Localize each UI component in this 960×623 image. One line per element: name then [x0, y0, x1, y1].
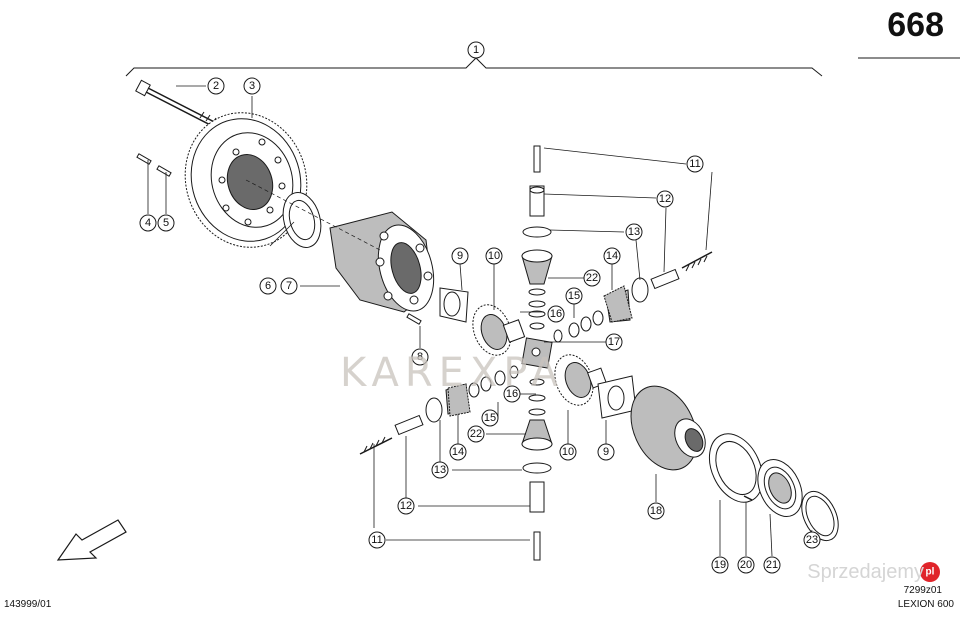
- callout-9-upper: 9: [451, 247, 469, 265]
- assembly-bracket: [125, 57, 823, 77]
- callout-label: 15: [568, 290, 580, 302]
- part-small-screw: [743, 495, 753, 501]
- callout-22-lower: 22: [467, 425, 485, 443]
- callout-1: 1: [467, 41, 485, 59]
- callout-14-upper: 14: [603, 247, 621, 265]
- model-name: LEXION 600: [897, 599, 954, 610]
- part-differential-housing: [245, 179, 435, 313]
- callout-label: 16: [506, 388, 518, 400]
- callout-label: 18: [650, 505, 662, 517]
- part-seal-plate: [708, 433, 764, 503]
- callout-label: 5: [163, 217, 169, 229]
- callout-10-lower: 10: [559, 443, 577, 461]
- callout-16-upper: 16: [547, 305, 565, 323]
- part-spider-cross: [521, 337, 553, 369]
- callout-7: 7: [280, 277, 298, 295]
- drawing-ref: 7299z01: [903, 585, 942, 596]
- part-bearing: [757, 459, 803, 517]
- part-snap-ring: [801, 490, 839, 542]
- callout-label: 17: [608, 336, 620, 348]
- callout-12-lower: 12: [397, 497, 415, 515]
- part-pin: [406, 313, 422, 325]
- callout-label: 8: [417, 351, 423, 363]
- leader-lines: [147, 85, 813, 557]
- part-pinion-gears: [447, 285, 633, 417]
- callout-15-lower: 15: [481, 409, 499, 427]
- callout-6: 6: [259, 277, 277, 295]
- callout-label: 9: [603, 446, 609, 458]
- callout-16-lower: 16: [503, 385, 521, 403]
- callout-label: 2: [213, 80, 219, 92]
- callout-label: 4: [145, 217, 151, 229]
- callout-4: 4: [139, 214, 157, 232]
- callout-15-upper: 15: [565, 287, 583, 305]
- watermark-brand: KAREXPA: [340, 350, 565, 396]
- drawing-number: 143999/01: [4, 599, 52, 610]
- callout-10-upper: 10: [485, 247, 503, 265]
- callout-label: 9: [457, 250, 463, 262]
- part-side-gear: [472, 304, 526, 356]
- callout-label: 21: [766, 559, 778, 571]
- callout-13-upper: 13: [625, 223, 643, 241]
- callout-19: 19: [711, 556, 729, 574]
- direction-arrow: [56, 519, 127, 561]
- callout-18: 18: [647, 502, 665, 520]
- page-number: 668: [887, 6, 944, 44]
- callout-label: 11: [689, 158, 700, 170]
- part-upper-stack: [521, 145, 553, 330]
- callout-21: 21: [763, 556, 781, 574]
- callout-label: 14: [452, 446, 464, 458]
- callout-label: 14: [606, 250, 618, 262]
- callout-8: 8: [411, 348, 429, 366]
- part-shim: [282, 192, 322, 248]
- callout-label: 1: [473, 44, 479, 56]
- callout-2: 2: [207, 77, 225, 95]
- watermark-badge: pl: [920, 562, 940, 582]
- watermark-site: Sprzedajemy: [807, 561, 924, 583]
- callout-17: 17: [605, 333, 623, 351]
- callout-label: 13: [434, 464, 446, 476]
- callout-label: 23: [806, 534, 818, 546]
- callout-label: 6: [265, 280, 271, 292]
- callout-label: 22: [470, 428, 482, 440]
- callout-11-lower: 11: [368, 531, 386, 549]
- callout-label: 11: [371, 534, 382, 546]
- callout-label: 13: [628, 226, 640, 238]
- watermark-badge-text: pl: [926, 567, 935, 578]
- callout-label: 19: [714, 559, 726, 571]
- callout-label: 12: [659, 193, 671, 205]
- callout-13-lower: 13: [431, 461, 449, 479]
- callout-label: 7: [286, 280, 292, 292]
- callout-22-upper: 22: [583, 269, 601, 287]
- part-pins: [136, 153, 172, 177]
- callout-label: 10: [488, 250, 500, 262]
- callout-label: 15: [484, 412, 496, 424]
- callout-label: 3: [249, 80, 255, 92]
- callout-9-lower: 9: [597, 443, 615, 461]
- part-lower-stack: [521, 378, 553, 561]
- part-side-gear-lower: [554, 354, 607, 406]
- callout-12-upper: 12: [656, 190, 674, 208]
- callout-label: 16: [550, 308, 562, 320]
- part-ring-gear: [184, 112, 308, 248]
- callout-5: 5: [157, 214, 175, 232]
- callout-20: 20: [737, 556, 755, 574]
- callout-14-lower: 14: [449, 443, 467, 461]
- callout-label: 10: [562, 446, 574, 458]
- callout-label: 20: [740, 559, 752, 571]
- callout-label: 22: [586, 272, 598, 284]
- callout-label: 12: [400, 500, 412, 512]
- callout-3: 3: [243, 77, 261, 95]
- callout-23: 23: [803, 531, 821, 549]
- part-housing-cover: [630, 385, 706, 471]
- callout-11-upper: 11: [686, 155, 704, 173]
- part-thrust-washer-right: [597, 375, 637, 419]
- part-thrust-washer: [439, 287, 469, 323]
